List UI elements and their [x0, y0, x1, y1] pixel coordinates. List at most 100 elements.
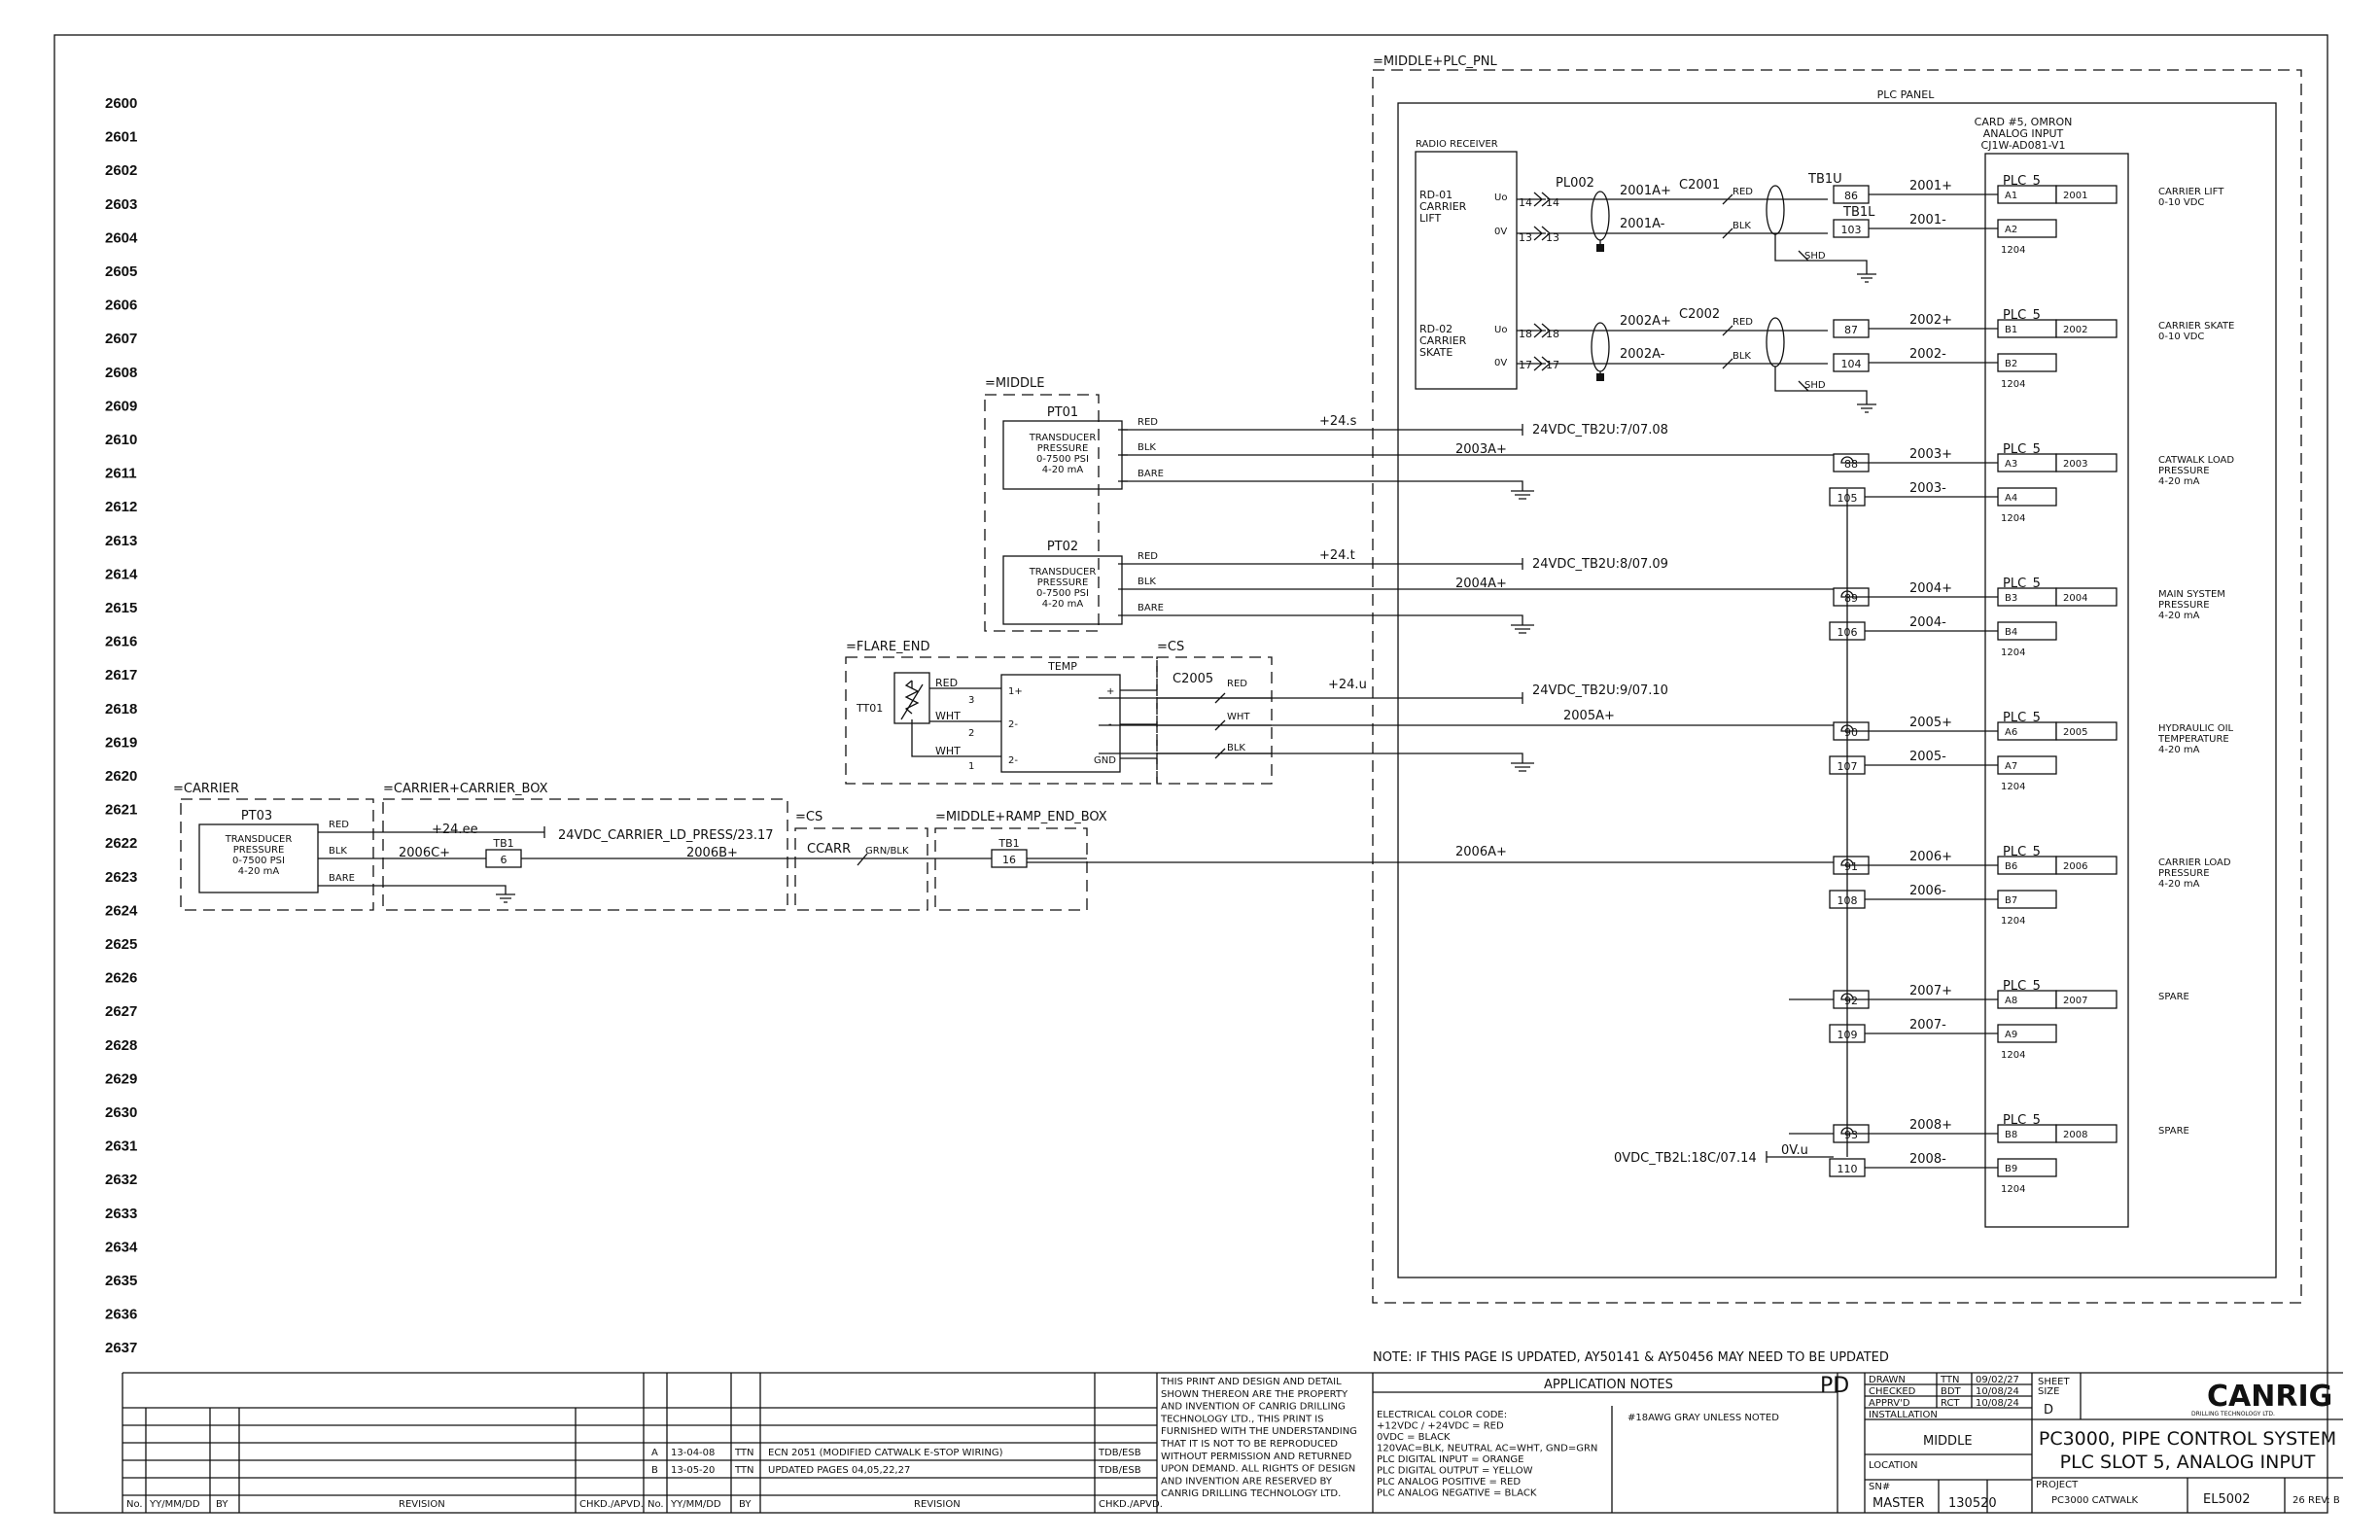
- tb-drawn-date: 09/02/27: [1976, 1375, 2019, 1385]
- w2006ap: 2006A+: [1455, 845, 1507, 859]
- w2001am: 2001A-: [1620, 217, 1665, 231]
- plc-input-b-label: B2: [2005, 359, 2017, 369]
- plc-addr: [2055, 990, 2118, 1009]
- row-number: 2620: [105, 768, 137, 785]
- ovdc-ref: 0VDC_TB2L:18C/07.14: [1614, 1151, 1757, 1166]
- pt03-blk: BLK: [329, 846, 347, 857]
- pt01-bare: BARE: [1138, 469, 1164, 479]
- rev-header: YY/MM/DD: [670, 1499, 721, 1510]
- row-number: 2637: [105, 1340, 137, 1356]
- tb-sn-val: MASTER: [1872, 1496, 1925, 1511]
- plc-panel-box: [1397, 102, 2277, 1278]
- plc-desc: PRESSURE: [2158, 466, 2210, 476]
- plc-input-a-label: A8: [2005, 996, 2017, 1006]
- tb-page: 26: [2292, 1495, 2305, 1506]
- pt02-l4: 4-20 mA: [1042, 599, 1084, 610]
- cs-loc: =CS: [1157, 640, 1184, 654]
- pt01-l3: 0-7500 PSI: [1036, 454, 1089, 465]
- app-note-line: PLC ANALOG POSITIVE = RED: [1377, 1477, 1521, 1488]
- tb-location: LOCATION: [1869, 1460, 1918, 1471]
- plc-input-a-label: B8: [2005, 1130, 2017, 1140]
- pt01-label: PT01: [1047, 405, 1078, 420]
- legal-line: FURNISHED WITH THE UNDERSTANDING: [1161, 1426, 1357, 1437]
- rev-desc: UPDATED PAGES 04,05,22,27: [768, 1465, 910, 1476]
- plc-code: 1204: [2001, 916, 2025, 927]
- row-number: 2624: [105, 902, 138, 919]
- plc-code: 1204: [2001, 1050, 2025, 1061]
- temp-label: TEMP: [1047, 660, 1077, 673]
- shd2: SHD: [1804, 380, 1826, 391]
- plc-input-a-label: B6: [2005, 861, 2017, 872]
- tb-apprvd-by: RCT: [1941, 1398, 1960, 1409]
- plc-input-a-label: A1: [2005, 191, 2017, 201]
- plc-code: 1204: [2001, 513, 2025, 524]
- radio-receiver-box: [1415, 151, 1518, 390]
- plc-desc: SPARE: [2158, 1126, 2189, 1137]
- w2006cp: 2006C+: [399, 846, 450, 860]
- plc-input-b-label: A2: [2005, 225, 2017, 235]
- row-number: 2625: [105, 936, 137, 953]
- tb-size: SIZE: [2038, 1386, 2059, 1397]
- row-number: 2603: [105, 196, 137, 213]
- terminal-pos-num: 91: [1844, 860, 1858, 873]
- carrier-enclosure: [180, 798, 374, 911]
- plc-input-b: [1997, 890, 2057, 909]
- ref2: 24VDC_TB2U:8/07.09: [1532, 557, 1668, 572]
- row-number: 2619: [105, 734, 137, 751]
- panel-location: =MIDDLE+PLC_PNL: [1373, 54, 1498, 69]
- tb-apprvd-date: 10/08/24: [1976, 1398, 2019, 1409]
- row-number: 2631: [105, 1138, 137, 1155]
- plc-addr-label: 2004: [2063, 593, 2087, 604]
- plc-code: 1204: [2001, 782, 2025, 792]
- ref1: 24VDC_TB2U:7/07.08: [1532, 423, 1668, 438]
- tb1-ramp-label: TB1: [998, 837, 1019, 850]
- ramp-loc: =MIDDLE+RAMP_END_BOX: [935, 810, 1107, 824]
- plc-desc: CARRIER LIFT: [2158, 187, 2224, 197]
- pt01-blk: BLK: [1138, 442, 1156, 453]
- carrier-loc: =CARRIER: [173, 782, 239, 796]
- pt02-blk: BLK: [1138, 577, 1156, 587]
- pt01-l4: 4-20 mA: [1042, 465, 1084, 475]
- terminal-neg-num: 104: [1841, 358, 1862, 370]
- plc-input-a-label: B3: [2005, 593, 2017, 604]
- pt01-l2: PRESSURE: [1037, 443, 1089, 454]
- middle-enclosure: [984, 394, 1100, 632]
- rev-header: BY: [216, 1499, 228, 1510]
- gray-note: #18AWG GRAY UNLESS NOTED: [1628, 1413, 1779, 1423]
- plc-addr-label: 2002: [2063, 325, 2087, 335]
- rtd-box: [893, 672, 930, 724]
- rev-header: YY/MM/DD: [149, 1499, 200, 1510]
- pt01-red: RED: [1138, 417, 1158, 428]
- wire-pos-label: 2001+: [1909, 179, 1952, 193]
- plc-input-b: [1997, 1024, 2057, 1043]
- plc-input-b: [1997, 755, 2057, 775]
- ref4: 24VDC_CARRIER_LD_PRESS/23.17: [558, 828, 774, 843]
- app-note-line: PLC ANALOG NEGATIVE = BLACK: [1377, 1488, 1537, 1499]
- pt02-box: [1002, 555, 1123, 625]
- tb-checked-by: BDT: [1941, 1386, 1962, 1397]
- tb1-carrier-n: 6: [501, 854, 508, 866]
- plc-desc: SPARE: [2158, 992, 2189, 1002]
- plc-addr-label: 2005: [2063, 727, 2087, 738]
- row-number: 2601: [105, 129, 137, 146]
- c2002-red: RED: [1732, 317, 1753, 328]
- wire-pos-label: 2002+: [1909, 313, 1952, 328]
- pl002-label: PL002: [1556, 176, 1594, 191]
- rev-header: No.: [648, 1499, 664, 1510]
- signal-wires: [1027, 454, 1834, 863]
- rev-chk: TDB/ESB: [1098, 1448, 1141, 1458]
- tb-drawn-by: TTN: [1940, 1375, 1960, 1385]
- plc-desc: 4-20 mA: [2158, 611, 2200, 621]
- row-number: 2600: [105, 95, 137, 112]
- radio2-wires: [1517, 323, 1731, 371]
- terminal-pos-num: 89: [1844, 592, 1858, 605]
- wire-neg-label: 2007-: [1909, 1018, 1946, 1032]
- tb1-ramp-n: 16: [1002, 854, 1016, 866]
- legal-line: AND INVENTION OF CANRIG DRILLING: [1161, 1402, 1346, 1413]
- tt01-wht2: WHT: [935, 745, 961, 757]
- temp-m2: 2-: [1008, 719, 1018, 730]
- row-number: 2628: [105, 1037, 137, 1054]
- wire-neg-label: 2006-: [1909, 884, 1946, 898]
- c2002-blk: BLK: [1732, 351, 1751, 362]
